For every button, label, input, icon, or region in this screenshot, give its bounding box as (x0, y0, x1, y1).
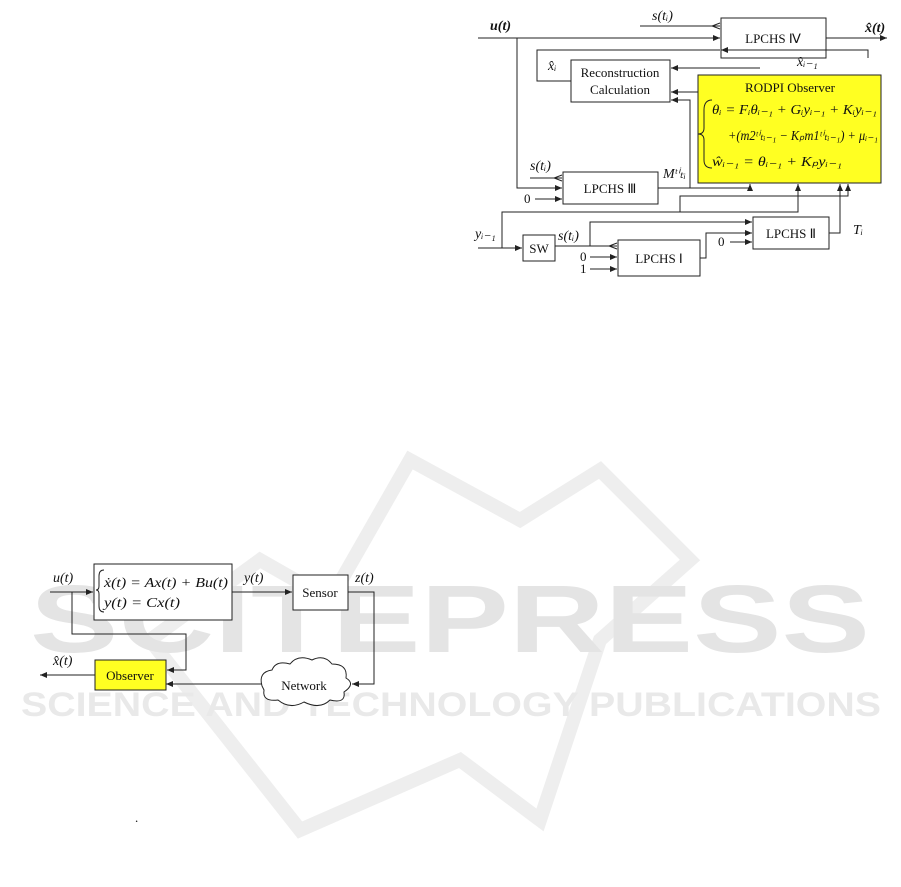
y-to-rodpi-line2 (679, 184, 851, 212)
lpchs2-block (752, 216, 830, 250)
lpchs1-one-input: 1 (580, 261, 587, 276)
sensor-block (292, 574, 349, 611)
networked-observer-diagram: u(t) ẋ(t) = Ax(t) + Bu(t) y(t) = Cx(t) y… (40, 563, 375, 706)
rodpi-equation-1: θᵢ = Fᵢθᵢ₋₁ + Gᵢyᵢ₋₁ + Kᵢyᵢ₋₁ (712, 102, 877, 117)
sw-to-lpchs2-line (589, 219, 752, 246)
lpchs3-to-rodpi-line (658, 184, 753, 191)
rodpi-observer-title: RODPI Observer (745, 80, 836, 95)
y-output-label: y(t) (242, 571, 264, 586)
watermark: SCITEPRESS SCIENCE AND TECHNOLOGY PUBLIC… (21, 450, 881, 839)
rodpi-equation-3: ŵᵢ₋₁ = θᵢ₋₁ + Kₚyᵢ₋₁ (712, 154, 842, 169)
xhat-i-label: x̂ᵢ (547, 59, 556, 74)
observer-label: Observer (106, 668, 154, 683)
footer-dot: . (135, 810, 138, 825)
rodpi-equation-2: +(m2ᵗⁱₜᵢ₋₁ − Kₚm1ᵗⁱₜᵢ₋₁) + μᵢ₋₁ (728, 128, 878, 143)
lpchs2-label: LPCHS Ⅱ (766, 226, 816, 241)
observer-block (94, 659, 167, 691)
reconstruction-block (570, 59, 671, 103)
m-ti-label: Mᵗⁱₜᵢ (662, 167, 686, 182)
reconstruction-label-line1: Reconstruction (581, 65, 660, 80)
lpchs3-block (562, 171, 659, 205)
rodpi-observer-block (697, 74, 882, 184)
lpchs1-zero-input: 0 (580, 249, 587, 264)
z-output-label: z(t) (354, 571, 374, 586)
u-to-observer-line (71, 592, 187, 673)
sw-label: SW (529, 241, 549, 256)
bottom-output-xhat-label: x̂(t) (52, 654, 73, 669)
equation-brace (697, 99, 713, 169)
lpchs1-block (617, 239, 701, 277)
top-output-xhat-label: x̂(t) (864, 21, 885, 36)
network-cloud-icon (260, 657, 351, 706)
rodpi-to-lpchs4-line (721, 47, 869, 58)
system-brace (95, 569, 105, 613)
t-i-label: Tᵢ (853, 223, 863, 238)
lpchs1-label: LPCHS Ⅰ (635, 251, 683, 266)
watermark-subtitle: SCIENCE AND TECHNOLOGY PUBLICATIONS (21, 686, 881, 724)
top-input-u-label: u(t) (490, 19, 511, 34)
lpchs3-zero-input: 0 (524, 191, 531, 206)
s-ti-mid-label: s(tᵢ) (530, 159, 551, 174)
y-input-label: yᵢ₋₁ (473, 227, 496, 242)
lpchs2-zero-input: 0 (718, 234, 725, 249)
rodpi-block-diagram: LPCHS Ⅳ u(t) x̂(t) s(tᵢ) Reconstruction … (473, 9, 887, 277)
system-equation-2: y(t) = Cx(t) (102, 595, 181, 610)
lpchs1-to-lpchs2-line (700, 230, 752, 259)
reconstruction-label-line2: Calculation (590, 82, 650, 97)
y-to-rodpi-line (501, 184, 801, 248)
sensor-to-network-line (348, 591, 375, 687)
lpchs4-block (720, 17, 827, 59)
s-ti-top-label: s(tᵢ) (652, 9, 673, 24)
s-ti-low-label: s(tᵢ) (558, 229, 579, 244)
lpchs2-to-rodpi-line (829, 184, 843, 234)
u-to-lpchs3-line (516, 38, 562, 191)
lpchs3-to-recon-line (671, 97, 691, 188)
system-equation-1: ẋ(t) = Ax(t) + Bu(t) (103, 575, 229, 590)
xhat-i-line (536, 49, 720, 82)
network-label: Network (281, 678, 327, 693)
sw-block (522, 234, 556, 262)
sensor-label: Sensor (302, 585, 338, 600)
system-block (93, 563, 233, 621)
bottom-input-u-label: u(t) (53, 571, 74, 586)
lpchs4-label: LPCHS Ⅳ (745, 31, 801, 46)
lpchs3-label: LPCHS Ⅲ (584, 181, 637, 196)
xhat-prev-label: x̂ᵢ₋₁ (796, 55, 818, 70)
